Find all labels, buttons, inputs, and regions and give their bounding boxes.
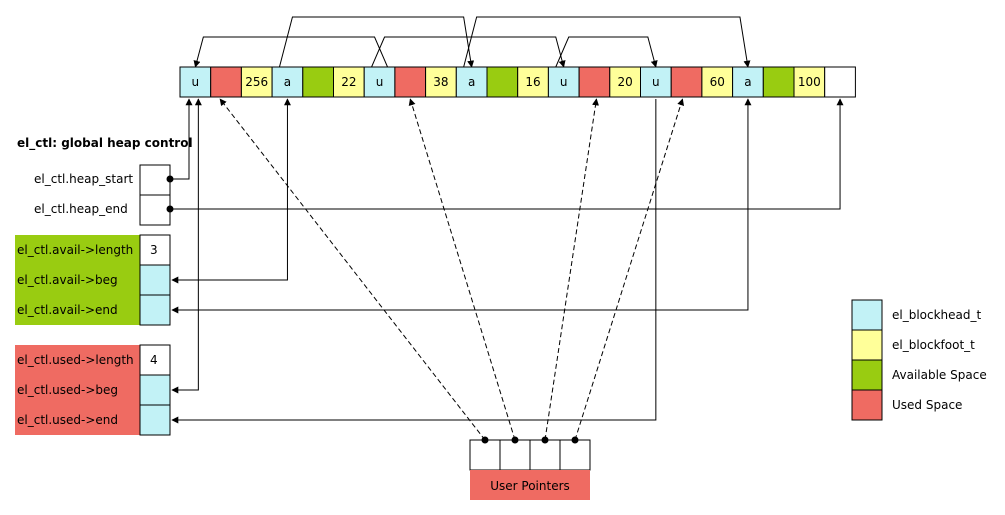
head-link-0 [193,36,389,68]
user-pointer-slot-1 [499,439,531,471]
heap-end-dot [166,205,174,213]
head-link-4 [555,36,658,68]
link-arrows [170,16,844,441]
user-pointer-dot-0 [481,436,489,444]
heap-cell-avail-19 [762,66,795,98]
head-link-2 [371,36,566,68]
avail-length-value: 3 [150,243,158,257]
legend-label-used: Used Space [892,398,963,412]
used-length-value: 4 [150,353,158,367]
avail-end-link [171,98,752,314]
heap-cell-label-6: u [375,75,384,89]
heap-cell-foot-20 [793,66,826,98]
heap-cell-head-6 [363,66,396,98]
avail-end-label: el_ctl.avail->end [17,303,118,317]
head-link-1 [278,16,475,68]
heap-cell-label-3: a [283,75,292,89]
user-pointer-slot-3 [559,439,591,471]
user-pointer-link-3 [574,98,684,441]
head-link-3 [463,16,751,68]
avail-length-box [139,234,171,266]
used-beg-box [139,374,171,406]
avail-length-label: el_ctl.avail->length [17,243,134,257]
pointer-dots [166,175,579,444]
heap-cell-label-15: u [652,75,660,89]
heap-cell-label-5: 22 [341,75,357,89]
heap-cell-head-18 [732,66,764,98]
legend-swatch-avail [851,359,883,391]
legend-swatch-used [851,389,883,421]
heap-cell-label-12: u [559,75,568,89]
legend-label-available: Available Space [892,368,987,382]
legend-label-blockfoot: el_blockfoot_t [892,338,975,352]
user-pointer-slot-0 [469,439,501,471]
control-title: el_ctl: global heap control [17,136,193,150]
heap-cell-foot-2 [240,66,273,98]
heap-cell-label-17: 60 [709,75,725,89]
heap-cell-label-8: 38 [433,75,449,89]
avail-end-box [139,294,171,326]
heap-cell-avail-4 [302,66,334,98]
heap-cell-head-12 [547,66,580,98]
legend-swatches [851,299,883,421]
user-pointer-boxes [469,439,591,500]
user-pointer-dot-1 [511,436,519,444]
heap-start-dot [166,175,174,183]
control-boxes [15,164,171,436]
heap-cell-white-21 [824,66,856,98]
user-pointer-slot-2 [529,439,561,471]
heap-cell-label-18: a [744,75,752,89]
heap-cells [179,66,856,98]
heap-cell-used-16 [670,66,703,98]
heap-cell-used-1 [210,66,242,98]
user-pointers-bg [470,470,590,500]
heap-cell-head-0 [179,66,212,98]
user-pointer-link-2 [544,98,599,441]
used-beg-link [171,98,202,394]
heap-cell-label-9: a [467,75,476,89]
used-length-label: el_ctl.used->length [17,353,134,367]
used-beg-label: el_ctl.used->beg [17,383,119,397]
heap-cell-label-14: 20 [617,75,633,89]
heap-cell-foot-8 [425,66,457,98]
used-end-link [171,99,657,424]
heap-cell-used-7 [394,66,427,98]
heap-cell-label-0: u [191,75,200,89]
heap-cell-label-2: 256 [245,75,269,89]
heap-end-link [170,98,844,210]
heap-cell-label-20: 100 [797,75,821,89]
used-end-label: el_ctl.used->end [17,413,119,427]
heap-cell-head-15 [640,66,672,98]
used-end-box [139,404,171,436]
avail-beg-label: el_ctl.avail->beg [17,273,118,287]
heap-cell-avail-10 [486,66,519,98]
user-pointer-dot-2 [541,436,549,444]
legend-swatch-head [851,299,883,331]
heap-start-box [139,164,171,196]
user-pointers-label: User Pointers [490,479,570,493]
heap-end-label: el_ctl.heap_end [34,202,128,216]
used-group-bg [15,345,140,435]
avail-beg-box [139,264,171,296]
heap-cell-label-11: 16 [525,75,541,89]
avail-group-bg [15,235,140,325]
user-pointer-link-0 [219,98,486,441]
legend-label-blockhead: el_blockhead_t [892,308,982,322]
heap-cell-used-13 [578,66,611,98]
user-pointer-dot-3 [571,436,579,444]
heap-start-label: el_ctl.heap_start [34,172,134,186]
user-pointer-link-1 [408,98,516,441]
heap-cell-foot-17 [701,66,734,98]
heap-end-box [139,194,171,226]
legend-swatch-foot [851,329,883,361]
